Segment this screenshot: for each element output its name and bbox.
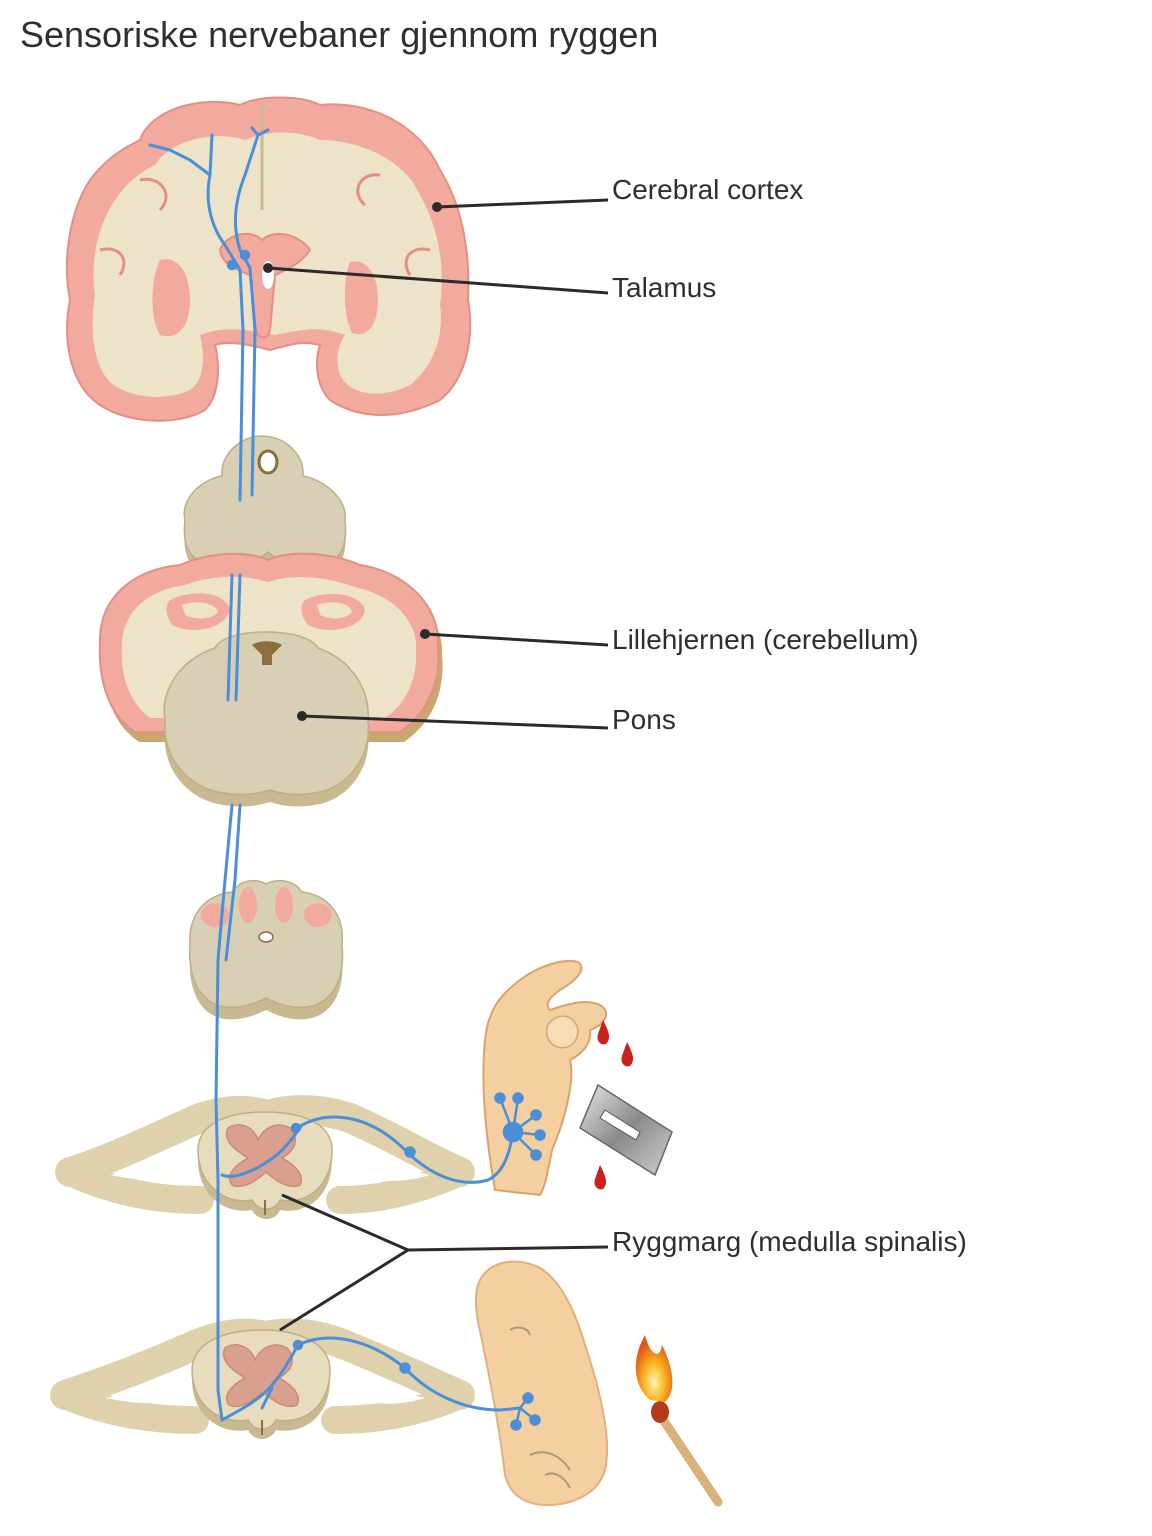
label-spinal-cord: Ryggmarg (medulla spinalis) — [612, 1226, 967, 1257]
label-cerebral-cortex: Cerebral cortex — [612, 174, 804, 205]
pons-section — [163, 631, 370, 807]
nerve-pathways — [148, 126, 522, 1422]
leader-lines — [267, 198, 609, 1332]
medulla-section — [189, 879, 344, 1020]
leader-dots — [263, 202, 442, 721]
blood-drops — [594, 1020, 634, 1190]
spinal-cord-lower — [50, 1318, 475, 1439]
razor-blade-icon — [579, 1083, 673, 1177]
match-flame-icon — [635, 1335, 723, 1507]
spinal-cord-upper — [55, 1095, 475, 1219]
label-cerebellum: Lillehjernen (cerebellum) — [612, 624, 919, 655]
nerve-endings — [226, 249, 546, 1431]
label-pons: Pons — [612, 704, 676, 735]
foot-illustration — [474, 1260, 608, 1507]
label-talamus: Talamus — [612, 272, 717, 303]
diagram-title: Sensoriske nervebaner gjennom ryggen — [20, 14, 659, 55]
midbrain-section — [183, 435, 347, 580]
cerebrum-section — [65, 96, 472, 422]
hand-illustration — [482, 959, 608, 1197]
